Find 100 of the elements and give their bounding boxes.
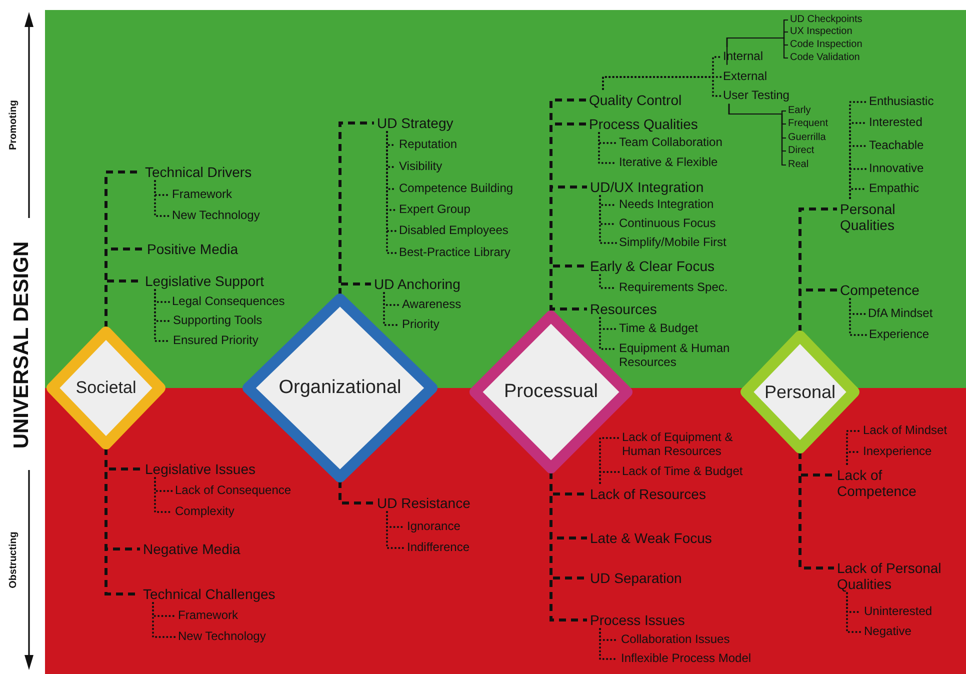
category-label: Processual <box>504 381 598 403</box>
dotted-connector <box>152 602 176 638</box>
factor-label: Requirements Spec. <box>619 281 728 295</box>
factor-label: Team Collaboration <box>619 136 722 150</box>
factor-heading: Lack of Competence <box>837 466 918 500</box>
factor-label: UD Checkpoints <box>790 14 862 26</box>
category-label: Societal <box>76 378 136 398</box>
factor-heading: Negative Media <box>143 540 240 558</box>
factor-heading: Early & Clear Focus <box>590 258 714 274</box>
factor-label: Interested <box>869 116 922 130</box>
factor-label: Uninterested <box>864 605 932 619</box>
factor-label: New Technology <box>172 209 260 223</box>
factor-heading: UD Anchoring <box>374 276 460 292</box>
factor-heading: Lack of Personal Qualities <box>837 560 942 592</box>
axis-label: Promoting <box>7 99 20 152</box>
factor-label: Early <box>788 105 811 117</box>
axis-label: Obstructing <box>7 530 20 590</box>
dashed-connector <box>338 481 374 504</box>
factor-heading: Lack of Resources <box>590 486 706 502</box>
axis-title: UNIVERSAL DESIGN <box>9 240 34 451</box>
factor-label: Needs Integration <box>619 198 714 212</box>
factor-label: Expert Group <box>399 203 470 217</box>
dotted-connector <box>154 477 173 513</box>
factor-label: Direct <box>788 145 814 157</box>
category-label: Personal <box>764 382 836 402</box>
factor-label: New Technology <box>178 630 266 644</box>
factor-label: UX Inspection <box>790 26 852 38</box>
dashed-connector <box>550 308 587 312</box>
factor-label: Framework <box>178 609 238 623</box>
factor-label: Collaboration Issues <box>621 633 730 647</box>
factor-heading: UD/UX Integration <box>590 178 704 196</box>
factor-label: Guerrilla <box>788 132 826 144</box>
factor-label: Framework <box>172 188 232 202</box>
factor-heading: Legislative Issues <box>145 460 256 478</box>
factor-label: Empathic <box>869 182 920 196</box>
category-label: Organizational <box>278 377 402 399</box>
dashed-connector <box>798 452 834 570</box>
factor-label: Lack of Time & Budget <box>622 465 743 479</box>
dotted-connector <box>599 274 617 289</box>
connector-line <box>728 104 786 166</box>
dotted-connector <box>849 298 867 336</box>
factor-label: Legal Consequences <box>172 295 285 309</box>
factor-heading: UD Resistance <box>377 494 470 512</box>
factor-label: Code Inspection <box>790 39 862 51</box>
factor-label: Lack of Equipment & Human Resources <box>622 431 734 459</box>
factor-label: Inflexible Process Model <box>621 652 752 666</box>
dotted-connector <box>154 289 171 342</box>
factor-heading: Technical Drivers <box>145 164 252 180</box>
dotted-connector <box>386 131 397 254</box>
factor-label: Disabled Employees <box>399 224 508 238</box>
factor-heading: Resources <box>590 300 657 318</box>
factor-label: Teachable <box>869 139 924 153</box>
dotted-connector <box>846 592 862 633</box>
factor-label: Competence Building <box>399 182 514 196</box>
factor-label: Continuous Focus <box>619 217 716 231</box>
factor-heading: Process Issues <box>590 612 685 628</box>
factor-label: Experience <box>869 328 930 342</box>
factor-label: Time & Budget <box>619 322 698 336</box>
dotted-connector <box>154 180 170 217</box>
factor-heading: UD Separation <box>590 570 682 586</box>
dotted-connector <box>602 76 722 97</box>
factor-heading: Competence <box>840 282 920 298</box>
factor-label: Enthusiastic <box>869 95 934 109</box>
factor-label: Innovative <box>869 162 924 176</box>
factor-label: Real <box>788 159 809 171</box>
dashed-connector <box>798 288 837 332</box>
factor-label: Simplify/Mobile First <box>619 236 726 250</box>
factor-heading: Late & Weak Focus <box>590 530 712 546</box>
factor-label: Visibility <box>399 160 442 174</box>
dotted-connector <box>383 292 400 326</box>
factor-label: Ignorance <box>407 520 460 534</box>
factor-label: Priority <box>402 318 440 332</box>
factor-label: Lack of Consequence <box>175 484 292 498</box>
factor-label: Complexity <box>175 505 234 519</box>
factor-heading: Positive Media <box>147 240 238 258</box>
dotted-connector <box>599 317 617 350</box>
dotted-connector <box>599 471 620 484</box>
factor-heading: Personal Qualities <box>840 200 896 234</box>
factor-label: Supporting Tools <box>173 314 262 328</box>
factor-label: External <box>723 70 768 84</box>
factor-heading: Quality Control <box>589 92 682 108</box>
factor-label: Awareness <box>402 298 462 312</box>
factor-label: User Testing <box>723 89 790 103</box>
factor-label: Best-Practice Library <box>399 246 510 260</box>
factor-label: Code Validation <box>790 52 860 64</box>
dashed-connector <box>338 282 371 295</box>
factor-label: DfA Mindset <box>868 307 933 321</box>
factor-label: Ensured Priority <box>173 334 258 348</box>
factor-heading: Legislative Support <box>145 272 264 290</box>
factor-heading: UD Strategy <box>377 114 454 132</box>
factor-heading: Technical Challenges <box>143 586 276 602</box>
factor-label: Inexperience <box>863 445 932 459</box>
factor-label: Equipment & Human Resources <box>619 342 731 370</box>
dotted-connector <box>846 451 861 465</box>
dotted-connector <box>386 511 405 549</box>
factor-heading: Process Qualities <box>589 116 698 132</box>
factor-label: Reputation <box>399 138 458 152</box>
dotted-connector <box>598 132 617 164</box>
factor-label: Frequent <box>788 118 828 130</box>
factor-label: Lack of Mindset <box>863 424 948 438</box>
